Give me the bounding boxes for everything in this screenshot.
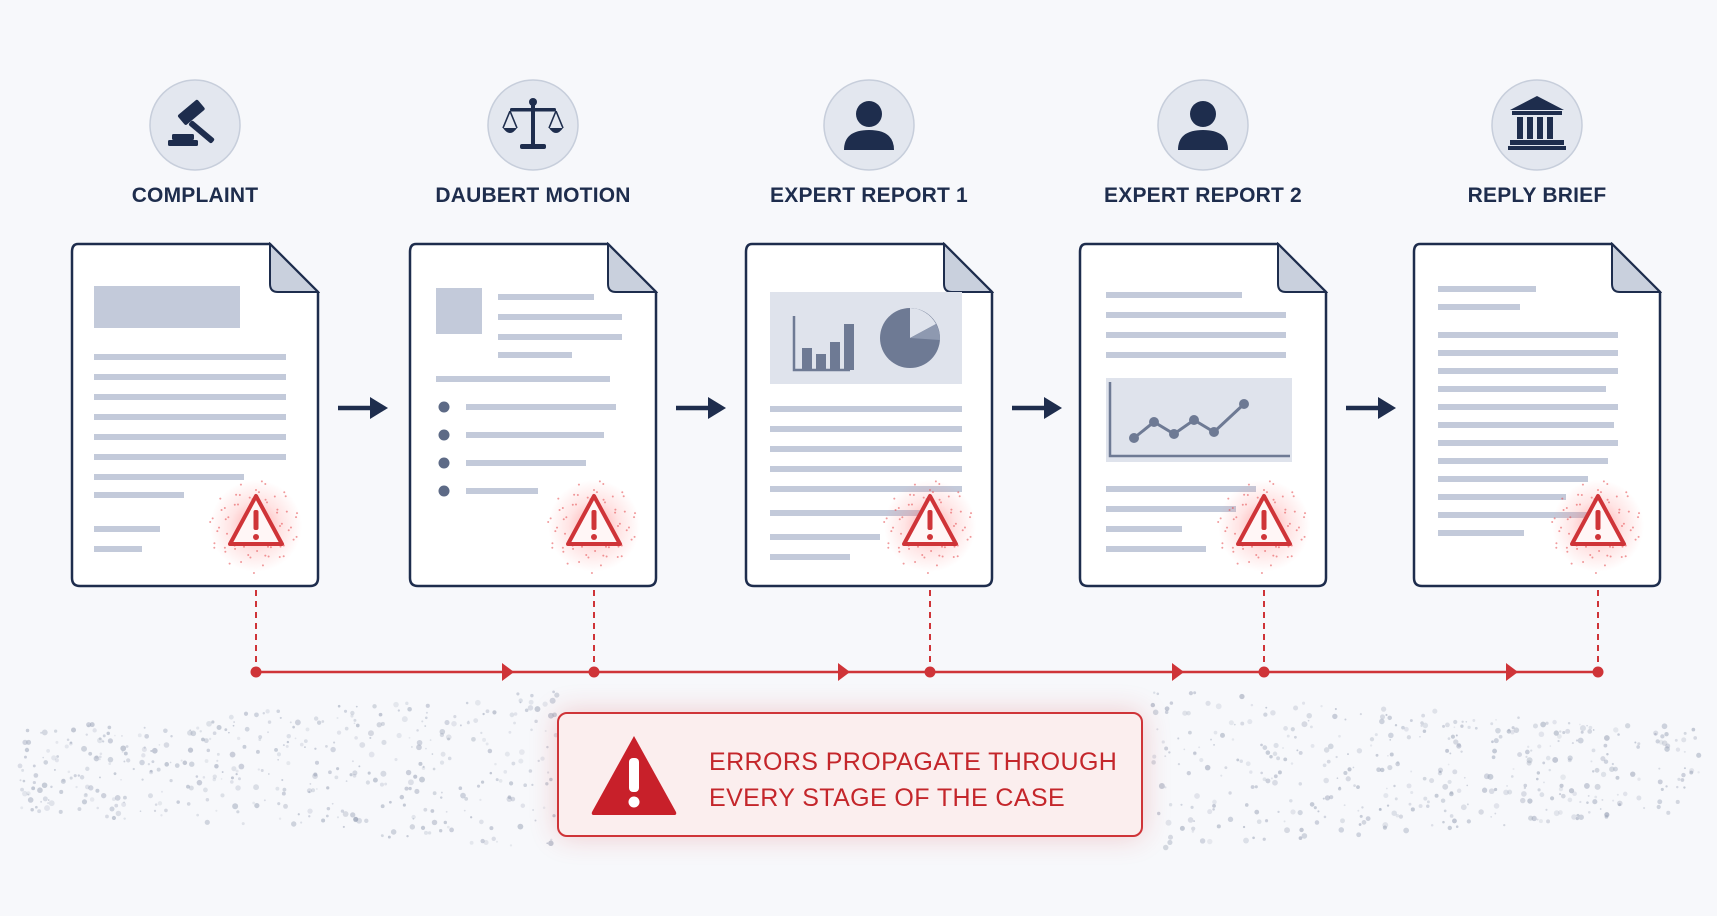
flow-arrow: [1012, 397, 1062, 419]
stage-reply-brief: REPLY BRIEF: [1387, 0, 1687, 600]
person-icon: [823, 79, 915, 171]
stage-label: REPLY BRIEF: [1467, 184, 1607, 207]
stage-daubert-motion: DAUBERT MOTION: [383, 0, 683, 600]
warning-icon: [591, 736, 677, 815]
callout-line-1: ERRORS PROPAGATE THROUGH: [709, 748, 1118, 776]
callout-line-2: EVERY STAGE OF THE CASE: [709, 784, 1066, 812]
gavel-icon: [149, 79, 241, 171]
speckle-texture: [17, 690, 1702, 851]
flow-arrow: [338, 397, 388, 419]
error-trail-arrowhead: [502, 663, 514, 681]
flow-arrow: [1346, 397, 1396, 419]
error-trail: [250, 590, 1604, 681]
error-trail-arrowhead: [1506, 663, 1518, 681]
stage-label: COMPLAINT: [131, 184, 259, 207]
courthouse-icon: [1491, 79, 1583, 171]
document-page: [744, 242, 994, 588]
error-trail-arrowhead: [838, 663, 850, 681]
person-icon: [1157, 79, 1249, 171]
scales-icon: [487, 79, 579, 171]
document-page: [1078, 242, 1328, 588]
document-page: [408, 242, 658, 588]
document-page: [1412, 242, 1662, 588]
stage-label: EXPERT REPORT 1: [770, 184, 968, 207]
flow-arrow: [676, 397, 726, 419]
stage-expert-report-1: EXPERT REPORT 1: [719, 0, 1019, 600]
document-page: [70, 242, 320, 588]
error-callout: ERRORS PROPAGATE THROUGH EVERY STAGE OF …: [557, 712, 1143, 837]
stage-label: EXPERT REPORT 2: [1104, 184, 1302, 207]
stage-label: DAUBERT MOTION: [435, 184, 631, 207]
error-trail-arrowhead: [1172, 663, 1184, 681]
callout-message: ERRORS PROPAGATE THROUGH EVERY STAGE OF …: [709, 744, 1129, 816]
stage-complaint: COMPLAINT: [45, 0, 345, 600]
stage-expert-report-2: EXPERT REPORT 2: [1053, 0, 1353, 600]
